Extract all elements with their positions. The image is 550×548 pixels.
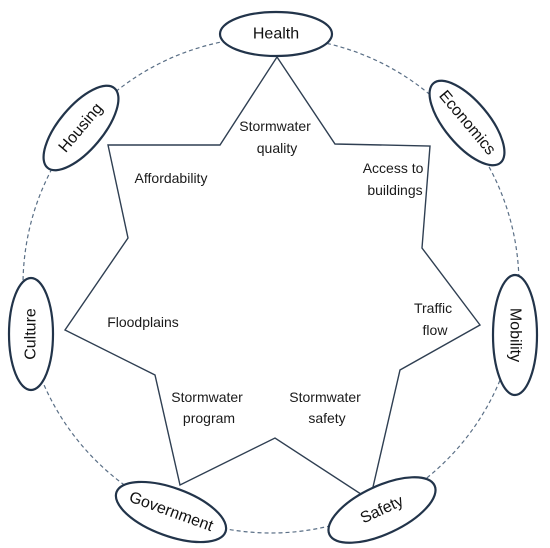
label-stormwater-safety-line-1: Stormwater xyxy=(289,389,361,405)
label-traffic-flow-line-2: flow xyxy=(423,322,449,338)
label-affordability-line-1: Affordability xyxy=(135,170,208,186)
node-safety: Safety xyxy=(327,476,437,544)
node-government-ellipse xyxy=(114,480,228,544)
label-stormwater-quality: Stormwater quality xyxy=(239,118,314,156)
label-traffic-flow-line-1: Traffic xyxy=(414,300,452,316)
node-mobility: Mobility xyxy=(491,273,539,397)
label-stormwater-safety-line-2: safety xyxy=(308,410,345,426)
node-mobility-label: Mobility xyxy=(507,308,524,362)
node-culture: Culture xyxy=(7,276,55,392)
label-floodplains: Floodplains xyxy=(107,314,179,330)
node-health-ellipse xyxy=(218,10,334,58)
node-housing-ellipse xyxy=(42,84,120,172)
label-access-to-buildings-line-2: buildings xyxy=(367,182,422,198)
label-stormwater-program-line-2: program xyxy=(183,410,235,426)
node-economics: Economics xyxy=(428,79,506,167)
label-affordability: Affordability xyxy=(135,170,208,186)
node-culture-ellipse xyxy=(7,276,55,392)
label-stormwater-quality-line-2: quality xyxy=(257,140,297,156)
label-stormwater-quality-line-1: Stormwater xyxy=(239,118,311,134)
label-stormwater-program-line-1: Stormwater xyxy=(171,389,243,405)
node-mobility-ellipse xyxy=(491,273,539,397)
node-government: Government xyxy=(114,480,228,544)
node-culture-label: Culture xyxy=(23,308,40,360)
node-economics-ellipse xyxy=(428,79,506,167)
label-traffic-flow: Traffic flow xyxy=(414,300,456,338)
node-health-label: Health xyxy=(253,26,299,43)
node-health: Health xyxy=(218,10,334,58)
seven-point-star xyxy=(63,55,482,502)
label-access-to-buildings: Access to buildings xyxy=(363,160,428,198)
node-safety-ellipse xyxy=(327,476,437,544)
label-stormwater-program: Stormwater program xyxy=(171,389,246,426)
label-access-to-buildings-line-1: Access to xyxy=(363,160,424,176)
label-floodplains-line-1: Floodplains xyxy=(107,314,179,330)
label-stormwater-safety: Stormwater safety xyxy=(289,389,364,426)
